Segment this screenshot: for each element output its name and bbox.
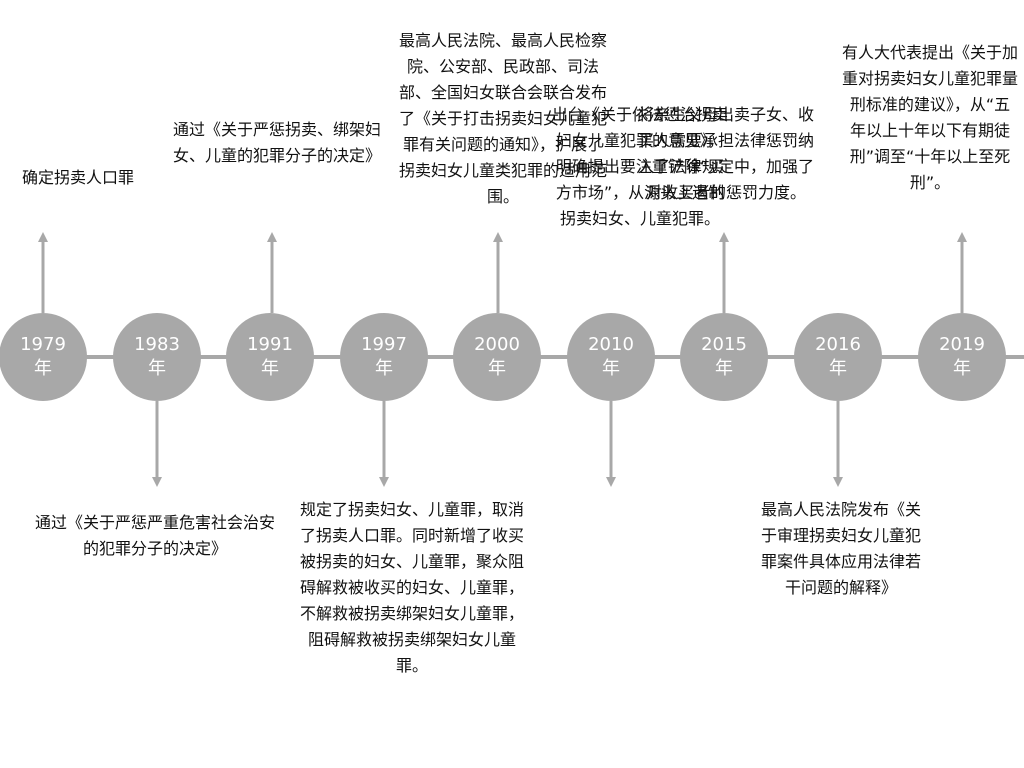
- event-description-2010: 出台《关于依法惩治拐卖妇女儿童犯罪的意见》，明确提出要注重铲除“买方市场”，从源…: [551, 105, 728, 228]
- node-year-unit: 年: [715, 358, 733, 379]
- node-year: 1991: [247, 334, 293, 355]
- node-year: 1983: [134, 334, 180, 355]
- event-description-1983: 通过《关于严惩严重危害社会治安的犯罪分子的决定》: [35, 513, 276, 558]
- event-description-2015: 将亲生父母出卖子女、收买人需要承担法律惩罚纳入了法律规定中，加强了对收买者的惩罚…: [637, 105, 814, 202]
- timeline-node-1979: 1979 年: [0, 313, 87, 401]
- timeline-node-2010: 2010 年: [567, 313, 655, 401]
- node-year-unit: 年: [375, 358, 393, 379]
- event-description-1991: 通过《关于严惩拐卖、绑架妇女、儿童的犯罪分子的决定》: [172, 120, 381, 165]
- event-description-2000: 最高人民法院、最高人民检察院、公安部、民政部、司法部、全国妇女联合会联合发布了《…: [398, 31, 607, 206]
- event-description-2016: 最高人民法院发布《关于审理拐卖妇女儿童犯罪案件具体应用法律若干问题的解释》: [761, 500, 922, 597]
- node-year-unit: 年: [488, 358, 506, 379]
- node-year-unit: 年: [953, 358, 971, 379]
- timeline-node-2016: 2016 年: [794, 313, 882, 401]
- event-description-1979: 确定拐卖人口罪: [21, 168, 134, 187]
- node-year: 2015: [701, 334, 747, 355]
- timeline-node-2000: 2000 年: [453, 313, 541, 401]
- node-year: 2016: [815, 334, 861, 355]
- event-description-2019: 有人大代表提出《关于加重对拐卖妇女儿童犯罪量刑标准的建议》，从“五年以上十年以下…: [842, 43, 1019, 192]
- node-year: 2010: [588, 334, 634, 355]
- node-year: 2000: [474, 334, 520, 355]
- node-year: 2019: [939, 334, 985, 355]
- timeline-node-1983: 1983 年: [113, 313, 201, 401]
- timeline-node-2019: 2019 年: [918, 313, 1006, 401]
- timeline-node-1991: 1991 年: [226, 313, 314, 401]
- node-year-unit: 年: [148, 358, 166, 379]
- node-year: 1997: [361, 334, 407, 355]
- node-year: 1979: [20, 334, 66, 355]
- node-year-unit: 年: [829, 358, 847, 379]
- node-year-unit: 年: [261, 358, 279, 379]
- timeline-node-1997: 1997 年: [340, 313, 428, 401]
- node-year-unit: 年: [34, 358, 52, 379]
- node-year-unit: 年: [602, 358, 620, 379]
- event-description-1997: 规定了拐卖妇女、儿童罪，取消了拐卖人口罪。同时新增了收买被拐卖的妇女、儿童罪，聚…: [299, 500, 524, 675]
- timeline-node-2015: 2015 年: [680, 313, 768, 401]
